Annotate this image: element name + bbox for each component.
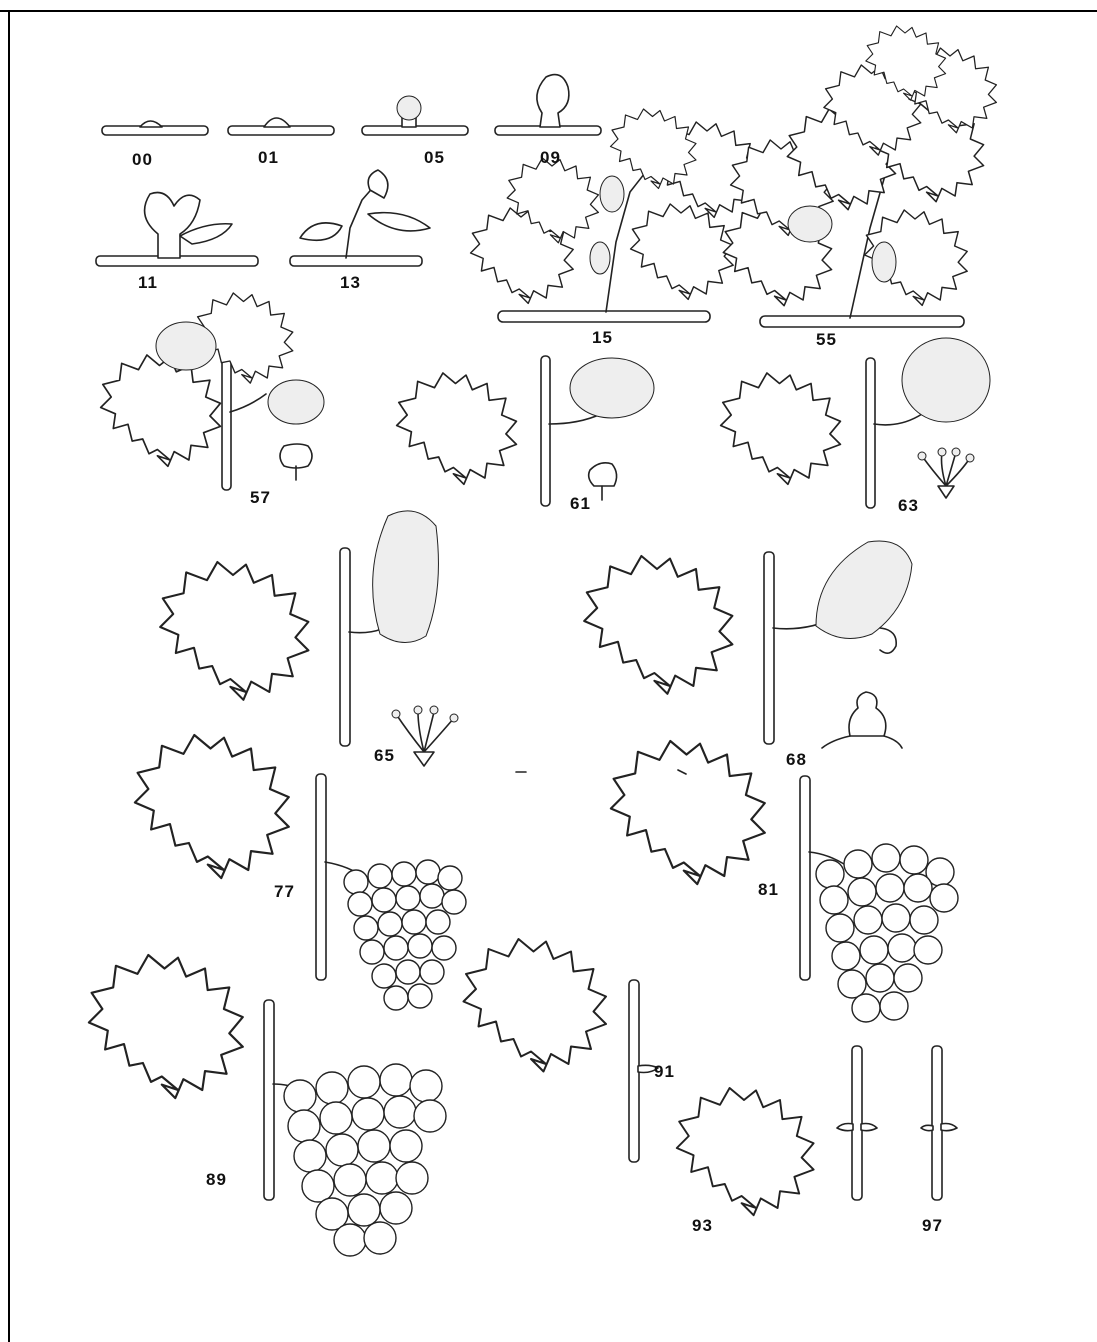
stage-label-13: 13: [340, 273, 361, 293]
stage-65-drawing: [160, 511, 458, 766]
stage-label-63: 63: [898, 496, 919, 516]
stage-91-drawing: [464, 939, 659, 1162]
stage-label-09: 09: [540, 148, 561, 168]
stage-81-drawing: [611, 741, 958, 1022]
stage-label-65: 65: [374, 746, 395, 766]
stage-label-81: 81: [758, 880, 779, 900]
stage-01-drawing: [228, 118, 334, 135]
stage-label-77: 77: [274, 882, 295, 902]
stage-label-01: 01: [258, 148, 279, 168]
stage-13-drawing: [290, 170, 430, 266]
stage-97-drawing: [921, 1046, 957, 1200]
stage-61-drawing: [397, 356, 654, 506]
stage-label-97: 97: [922, 1216, 943, 1236]
stage-label-15: 15: [592, 328, 613, 348]
stage-label-61: 61: [570, 494, 591, 514]
stage-label-00: 00: [132, 150, 153, 170]
stage-label-68: 68: [786, 750, 807, 770]
stage-label-11: 11: [138, 273, 158, 293]
stage-label-91: 91: [654, 1062, 675, 1082]
stage-label-93: 93: [692, 1216, 713, 1236]
stage-11-drawing: [96, 193, 258, 267]
stage-00-drawing: [102, 121, 208, 135]
stage-05-drawing: [362, 96, 468, 135]
stage-15-drawing: [471, 109, 760, 322]
stage-77-drawing: [135, 735, 466, 1010]
stage-68-drawing: [584, 541, 912, 748]
stage-label-57: 57: [250, 488, 271, 508]
stage-57-drawing: [101, 293, 324, 490]
stage-label-89: 89: [206, 1170, 227, 1190]
stage-93-drawing: [677, 1046, 877, 1215]
stage-label-05: 05: [424, 148, 445, 168]
stage-09-drawing: [495, 75, 601, 135]
stage-label-55: 55: [816, 330, 837, 350]
stage-63-drawing: [721, 338, 990, 508]
stage-55-drawing: [723, 26, 996, 327]
